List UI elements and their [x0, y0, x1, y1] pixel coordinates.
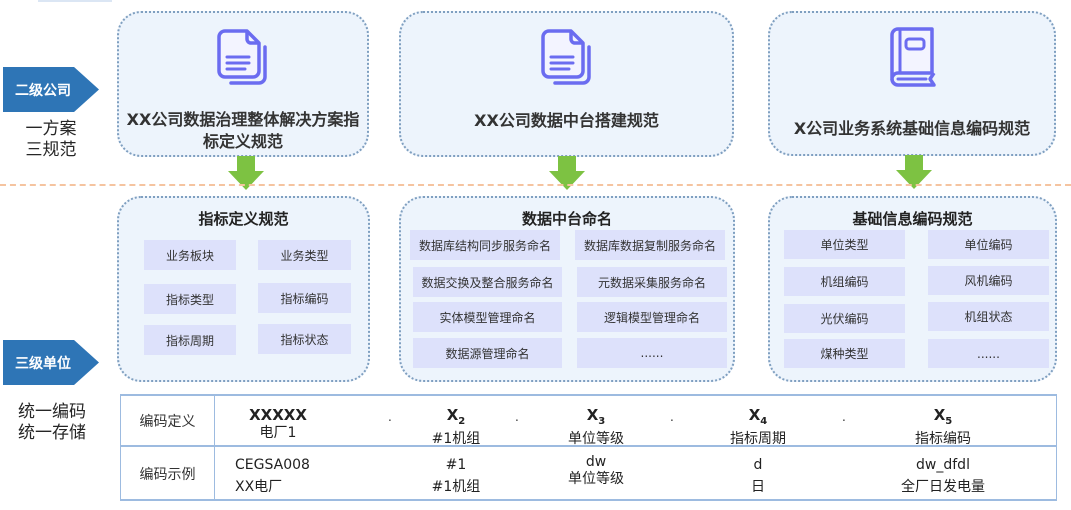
def-subscript: 5	[945, 416, 953, 427]
top-card-indicator-spec: XX公司数据治理整体解决方案指标定义规范	[117, 11, 369, 157]
def-desc: #1机组	[431, 431, 481, 447]
ex-cell-plant: CEGSA008 XX电厂	[235, 454, 335, 498]
unified-caption-line1: 统一编码	[18, 402, 86, 422]
def-desc: 指标周期	[730, 431, 786, 447]
lower-card-indicator-spec: 指标定义规范 业务板块 业务类型 指标类型 指标编码 指标周期 指标状态	[117, 196, 370, 382]
spec-item: 逻辑模型管理命名	[577, 302, 727, 332]
ex-cell-level: dw 单位等级	[551, 454, 641, 488]
spec-item: 数据库数据复制服务命名	[575, 230, 725, 260]
spec-item: 数据交换及整合服务命名	[413, 267, 562, 297]
def-subscript: 3	[598, 416, 606, 427]
ex-value: d	[753, 457, 763, 473]
lower-card-data-platform-naming: 数据中台命名 数据库结构同步服务命名 数据库数据复制服务命名 数据交换及整合服务…	[399, 196, 735, 382]
table-row-divider	[121, 445, 1056, 447]
spec-item: 指标周期	[144, 325, 236, 355]
level-divider	[0, 184, 1071, 186]
spec-item: 机组状态	[928, 302, 1049, 331]
table-col-divider	[214, 396, 215, 499]
ex-desc: 单位等级	[568, 471, 624, 487]
unified-caption-line2: 统一存储	[18, 423, 86, 443]
book-icon	[890, 27, 936, 87]
def-cell-unit: X2 #1机组	[411, 407, 501, 448]
lower-card-basic-info-coding: 基础信息编码规范 单位类型 单位编码 机组编码 风机编码 光伏编码 机组状态 煤…	[768, 196, 1057, 382]
ex-cell-indicator: dw_dfdl 全厂日发电量	[893, 454, 993, 498]
def-cell-indicator: X5 指标编码	[898, 407, 988, 448]
lower-card-title: 基础信息编码规范	[852, 210, 973, 228]
spec-item: 数据库结构同步服务命名	[410, 230, 560, 260]
def-subscript: 2	[458, 416, 466, 427]
spec-item: 光伏编码	[784, 304, 905, 333]
ex-value: dw	[585, 454, 607, 470]
top-card-title: XX公司数据治理整体解决方案指标定义规范	[126, 110, 360, 151]
ex-desc: 日	[751, 479, 765, 495]
def-desc: 电厂1	[259, 425, 297, 441]
row-label-example: 编码示例	[139, 467, 196, 483]
def-code: X	[446, 406, 459, 424]
level3-badge-label: 三级单位	[15, 355, 71, 372]
ex-value: CEGSA008	[235, 457, 310, 473]
ex-cell-unit: #1 #1机组	[411, 454, 501, 498]
top-edge-line	[38, 0, 112, 2]
spec-item: 单位类型	[784, 230, 905, 259]
def-cell-level: X3 单位等级	[551, 407, 641, 448]
ex-cell-period: d 日	[713, 454, 803, 498]
spec-item: 风机编码	[928, 266, 1049, 295]
spec-item: 机组编码	[784, 267, 905, 296]
unified-caption: 统一编码 统一存储	[14, 402, 90, 444]
spec-item: 元数据采集服务命名	[577, 267, 727, 297]
spec-item: 煤种类型	[784, 339, 905, 368]
level2-caption: 一方案 三规范	[20, 119, 82, 161]
spec-item: 指标编码	[258, 283, 351, 313]
document-icon	[540, 29, 591, 85]
row-label-definition: 编码定义	[139, 414, 196, 430]
def-subscript: 4	[760, 416, 768, 427]
lower-card-title: 数据中台命名	[521, 210, 612, 228]
spec-item: 业务板块	[144, 240, 236, 270]
spec-item: ......	[577, 338, 727, 368]
def-desc: 单位等级	[568, 431, 624, 447]
level3-badge: 三级单位	[3, 340, 99, 385]
separator-dot: .	[842, 410, 846, 424]
ex-desc: 全厂日发电量	[901, 479, 985, 495]
def-cell-period: X4 指标周期	[713, 407, 803, 448]
def-code: XXXXX	[249, 406, 307, 424]
ex-value: #1	[445, 457, 467, 473]
level2-caption-line1: 一方案	[25, 119, 77, 139]
ex-desc: XX电厂	[235, 479, 283, 495]
top-card-title: XX公司数据中台搭建规范	[474, 111, 659, 130]
ex-value: dw_dfdl	[916, 457, 970, 473]
def-code: X	[933, 406, 946, 424]
ex-desc: #1机组	[431, 479, 481, 495]
def-code: X	[586, 406, 599, 424]
def-code: X	[748, 406, 761, 424]
top-card-basic-info-spec: X公司业务系统基础信息编码规范	[768, 11, 1056, 156]
separator-dot: .	[515, 410, 519, 424]
spec-item: 指标状态	[258, 324, 351, 354]
spec-item: 单位编码	[928, 230, 1049, 259]
level2-caption-line2: 三规范	[25, 140, 77, 160]
lower-card-title: 指标定义规范	[198, 210, 289, 228]
code-table: 编码定义 编码示例 XXXXX 电厂1 . X2 #1机组 . X3 单位等级 …	[120, 394, 1057, 501]
spec-item: 数据源管理命名	[413, 338, 562, 368]
document-icon	[217, 29, 267, 85]
spec-item: 指标类型	[144, 284, 236, 314]
separator-dot: .	[388, 410, 392, 424]
top-card-data-platform-spec: XX公司数据中台搭建规范	[399, 11, 734, 157]
level2-badge: 二级公司	[3, 67, 99, 112]
def-cell-plant: XXXXX 电厂1	[233, 407, 323, 442]
spec-item: 业务类型	[258, 240, 351, 270]
level2-badge-label: 二级公司	[15, 82, 71, 99]
top-card-title: X公司业务系统基础信息编码规范	[793, 119, 1031, 138]
separator-dot: .	[670, 410, 674, 424]
spec-item: ......	[928, 339, 1049, 368]
def-desc: 指标编码	[915, 431, 971, 447]
spec-item: 实体模型管理命名	[413, 302, 562, 332]
